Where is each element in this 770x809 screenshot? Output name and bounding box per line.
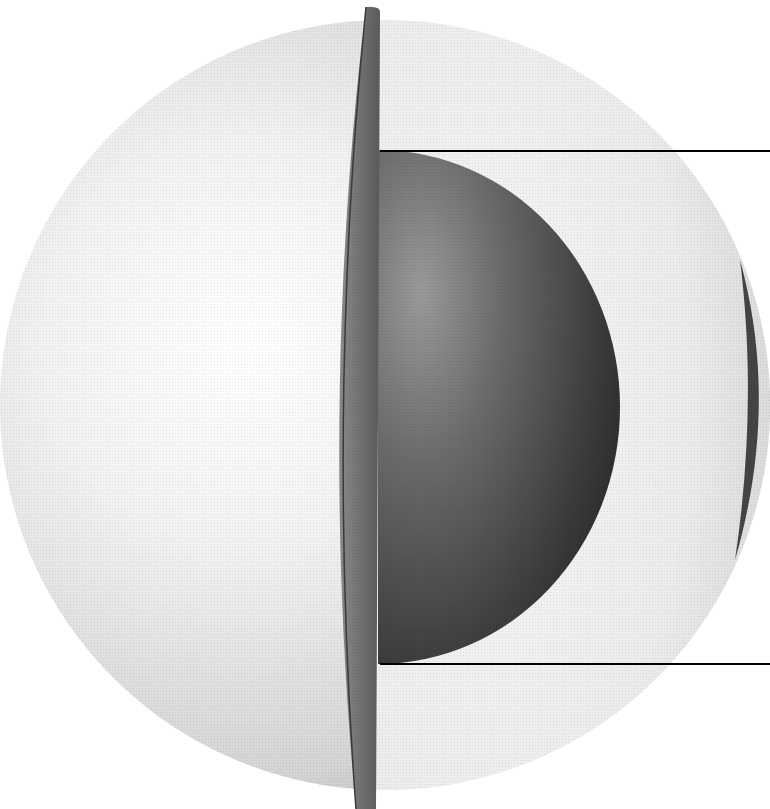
halftone-texture [0,20,770,790]
